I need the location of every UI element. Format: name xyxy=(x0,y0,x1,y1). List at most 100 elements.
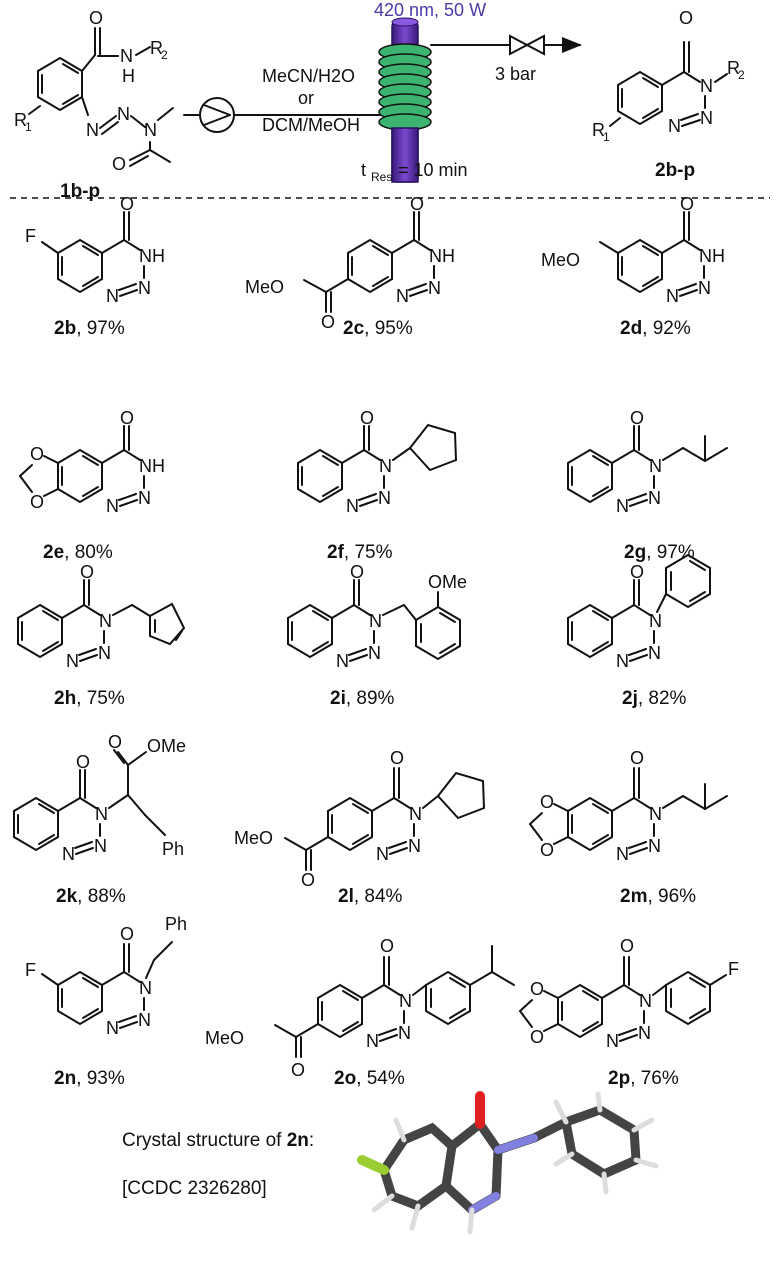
label-2k: 2k, 88% xyxy=(56,886,126,907)
2k-o: O xyxy=(76,752,90,772)
2c-o: O xyxy=(410,194,424,214)
2k-n1: N xyxy=(62,844,75,864)
reactant-label: 1b-p xyxy=(60,181,100,202)
structure-2h: O N N N xyxy=(17,562,186,671)
label-2p: 2p, 76% xyxy=(608,1068,679,1089)
label-2h: 2h, 75% xyxy=(54,688,125,709)
2c-n2: N xyxy=(428,278,441,298)
reactant-n3: N xyxy=(144,120,157,140)
2p-n3: N xyxy=(639,991,652,1011)
2o-n3: N xyxy=(399,991,412,1011)
structure-2d: O NH N N MeO xyxy=(541,194,725,306)
2p-o1: O xyxy=(530,979,544,999)
structure-2o: O N N N O MeO xyxy=(205,936,515,1080)
2l-n2: N xyxy=(408,836,421,856)
product-o: O xyxy=(679,8,693,28)
reactant-r1: R xyxy=(14,110,27,130)
reactant-r2-sub: 2 xyxy=(161,48,168,62)
2o-o: O xyxy=(380,936,394,956)
2e-o: O xyxy=(120,408,134,428)
structure-2j: O N N N xyxy=(567,553,711,671)
label-2n: 2n, 93% xyxy=(54,1068,125,1089)
2n-o: O xyxy=(120,924,134,944)
residence-time-t: t xyxy=(361,160,366,180)
2i-n2: N xyxy=(368,643,381,663)
2k-n3: N xyxy=(95,804,108,824)
reactant-n1: N xyxy=(86,120,99,140)
label-2g: 2g, 97% xyxy=(624,542,695,563)
2m-o2: O xyxy=(540,840,554,860)
reactant-r2: R xyxy=(150,38,163,58)
2p-o2: O xyxy=(530,1027,544,1047)
residence-time-value: = 10 min xyxy=(398,160,468,180)
2i-o: O xyxy=(350,562,364,582)
2e-n2: N xyxy=(138,488,151,508)
ccdc-number: [CCDC 2326280] xyxy=(122,1178,267,1199)
2f-n3: N xyxy=(379,456,392,476)
2j-n3: N xyxy=(649,611,662,631)
label-2d: 2d, 92% xyxy=(620,318,691,339)
2k-ph: Ph xyxy=(162,839,184,859)
label-2e: 2e, 80% xyxy=(43,542,113,563)
label-2o: 2o, 54% xyxy=(334,1068,405,1089)
structure-2f: O N N N xyxy=(297,408,458,516)
reactant-r1-sub: 1 xyxy=(25,120,32,134)
2e-o2: O xyxy=(30,492,44,512)
2p-n2: N xyxy=(638,1023,651,1043)
reactant-h: H xyxy=(122,66,135,86)
2l-meo: MeO xyxy=(234,828,273,848)
photoreactor-icon xyxy=(378,17,432,183)
reactant-structure: O N H R 2 N N N O R 1 xyxy=(14,8,174,174)
2g-n1: N xyxy=(616,496,629,516)
2o-o2: O xyxy=(291,1060,305,1080)
product-structure: O N R 2 N N R 1 xyxy=(592,8,745,144)
2c-o2: O xyxy=(321,312,335,332)
reactant-amide-o: O xyxy=(112,154,126,174)
structure-2g: O N N N xyxy=(567,408,728,516)
2l-o: O xyxy=(390,748,404,768)
product-n2: N xyxy=(700,108,713,128)
pump-icon xyxy=(199,97,235,133)
2k-ome: OMe xyxy=(147,736,186,756)
2b-f: F xyxy=(25,226,36,246)
reactant-n: N xyxy=(120,46,133,66)
reactant-carbonyl-o: O xyxy=(89,8,103,28)
product-r1-sub: 1 xyxy=(603,130,610,144)
structure-2b: O NH N N F xyxy=(25,194,165,306)
reactant-n2: N xyxy=(117,104,130,124)
2p-f: F xyxy=(728,959,739,979)
2m-o: O xyxy=(630,748,644,768)
2j-n2: N xyxy=(648,643,661,663)
2b-o: O xyxy=(120,194,134,214)
2g-n3: N xyxy=(649,456,662,476)
2n-ph: Ph xyxy=(165,914,187,934)
solvent-2: DCM/MeOH xyxy=(262,115,360,135)
2c-meo: MeO xyxy=(245,277,284,297)
2k-o2: O xyxy=(108,732,122,752)
structure-2p: O N F N N O O xyxy=(519,936,739,1051)
2i-ome: OMe xyxy=(428,572,467,592)
2h-n1: N xyxy=(66,651,79,671)
2l-n1: N xyxy=(376,844,389,864)
2l-n3: N xyxy=(409,804,422,824)
2f-o: O xyxy=(360,408,374,428)
product-r2-sub: 2 xyxy=(738,68,745,82)
2f-n2: N xyxy=(378,488,391,508)
2n-n1: N xyxy=(106,1018,119,1038)
structure-2n: O N Ph N N F xyxy=(25,914,187,1038)
2m-n3: N xyxy=(649,804,662,824)
2c-n1: N xyxy=(396,286,409,306)
2e-nh: NH xyxy=(139,456,165,476)
solvent-or: or xyxy=(298,88,314,108)
pressure-label: 3 bar xyxy=(495,64,536,84)
2g-o: O xyxy=(630,408,644,428)
2d-meo: MeO xyxy=(541,250,580,270)
structure-2k: O N O OMe Ph N N xyxy=(13,732,186,864)
structure-2i: O N OMe N N xyxy=(287,562,467,671)
label-2j: 2j, 82% xyxy=(622,688,687,709)
structure-2m: O N N N O O xyxy=(529,748,728,864)
label-2b: 2b, 97% xyxy=(54,318,125,339)
product-r1: R xyxy=(592,120,605,140)
2h-o: O xyxy=(80,562,94,582)
